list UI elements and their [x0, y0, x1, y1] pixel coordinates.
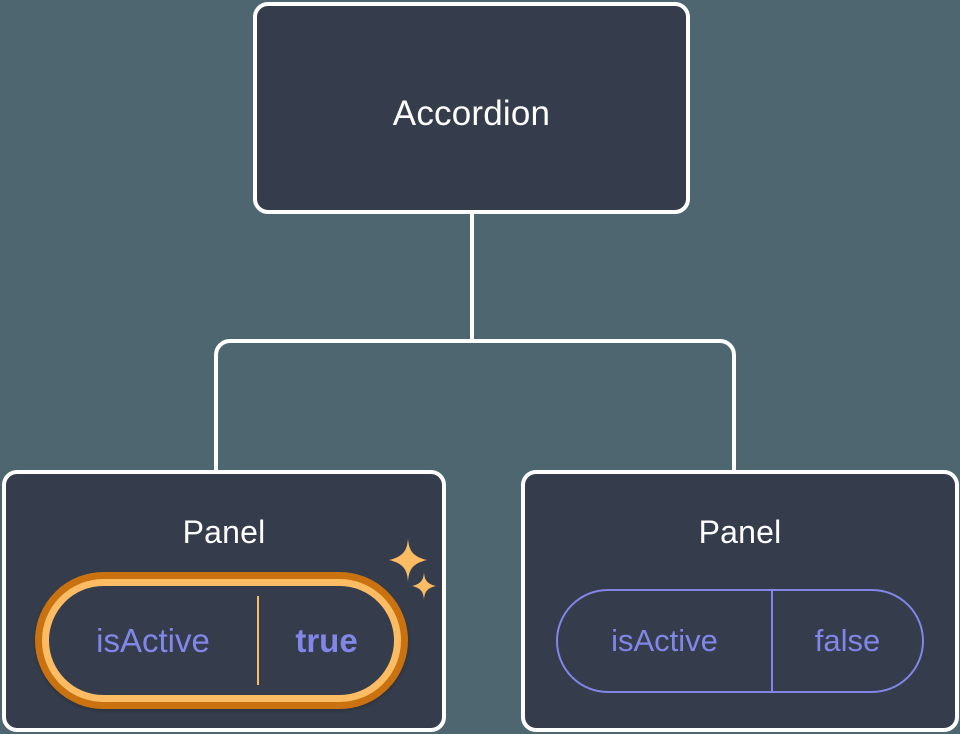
prop-key: isActive: [96, 621, 210, 659]
sparkle-icon-small: [412, 572, 436, 600]
prop-value: true: [295, 621, 358, 659]
node-accordion-label: Accordion: [392, 94, 551, 133]
prop-divider: [771, 591, 773, 691]
prop-pill-isactive-false[interactable]: isActive false: [556, 589, 924, 693]
node-accordion[interactable]: Accordion: [253, 2, 690, 214]
node-panel-inactive-label: Panel: [698, 514, 782, 550]
node-panel-active-label: Panel: [182, 514, 266, 550]
prop-key: isActive: [611, 623, 718, 658]
sparkle-icon: [389, 538, 427, 582]
prop-value: false: [814, 623, 881, 658]
prop-divider: [257, 596, 259, 685]
prop-pill-inner: isActive false: [558, 591, 922, 691]
edge-bus-to-panel-right: [472, 339, 736, 474]
prop-pill-inner: isActive true: [49, 586, 394, 695]
edge-bus-to-panel-left: [214, 339, 472, 474]
prop-pill-isactive-true[interactable]: isActive true: [35, 572, 408, 709]
